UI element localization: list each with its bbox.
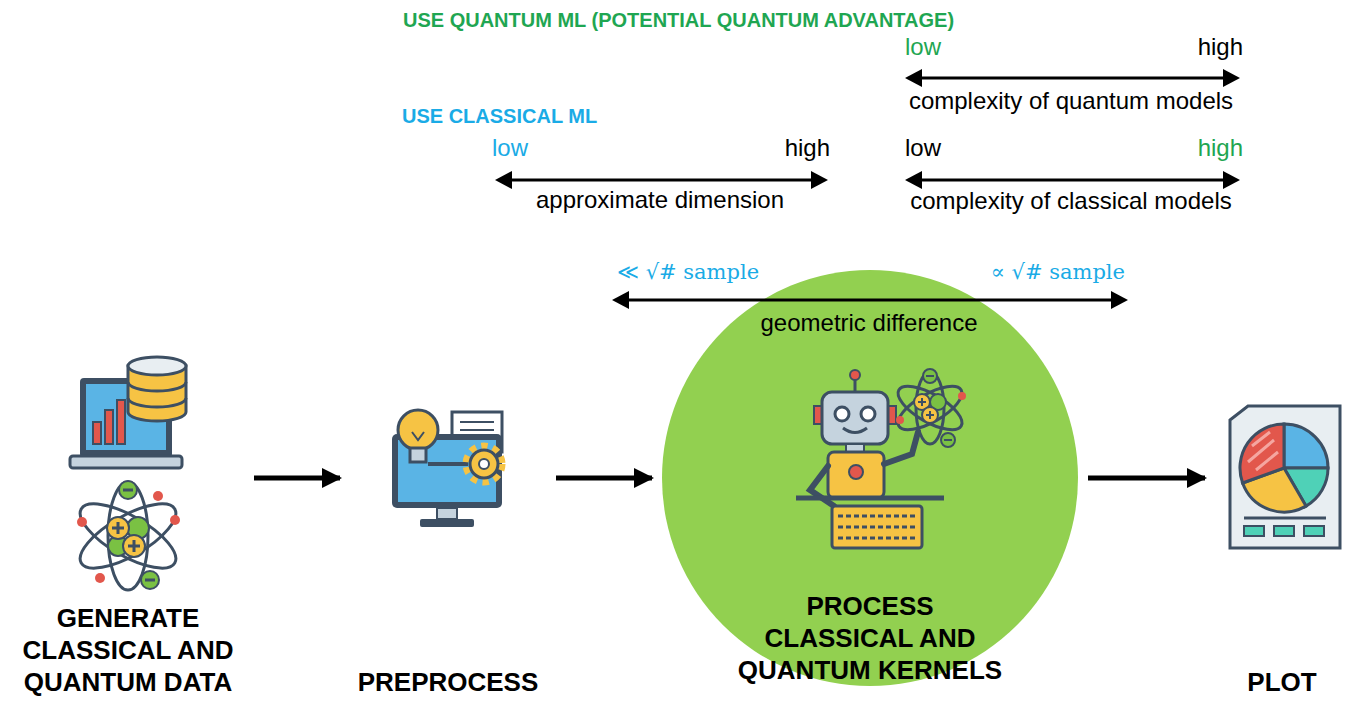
scale-line [918,179,1227,182]
report-box [1274,526,1294,536]
circle-fill [662,270,1078,686]
gear-teeth [467,447,501,481]
section-heading: USE QUANTUM ML (POTENTIAL QUANTUM ADVANT… [403,9,954,31]
robot-head [822,392,888,444]
database-ring [128,382,186,407]
scale-end: high [1198,34,1243,60]
minus-sign [123,490,155,580]
flow-arrow [254,476,340,481]
section-heading: USE CLASSICAL ML [402,105,597,127]
plus-sign [112,522,140,552]
plus-sign [918,398,934,419]
atom-orbit [892,378,968,438]
light-bulb [398,410,438,450]
scale-arrow [905,171,1240,189]
atom-orbit [71,492,185,581]
monitor-base [420,519,474,527]
arrow-head [905,171,922,189]
flow-arrow [1088,476,1205,481]
scale-caption: complexity of quantum models [909,88,1233,114]
bar [93,422,101,444]
electron [77,517,87,527]
scale-end: high [1198,135,1243,161]
arrow-head [1223,171,1240,189]
pie-slice [1240,424,1284,483]
robot-button [849,465,863,479]
scale-end: high [785,135,830,161]
scale-end: low [905,34,941,60]
filament [412,432,424,440]
gear [470,450,498,478]
wire [428,462,468,466]
stage-label: PROCESS CLASSICAL AND QUANTUM KERNELS [733,590,1008,686]
keyboard-keys [838,516,916,538]
flow-arrow [556,476,652,481]
antenna-tip [850,370,860,380]
report-line [1244,517,1326,520]
scale-line [508,179,815,182]
electron [153,491,163,501]
electron [170,515,180,525]
scale-caption: complexity of classical models [910,188,1231,214]
scale-arrow [612,291,1128,309]
electron [896,416,904,424]
scale-end: low [905,135,941,161]
electron [95,573,105,583]
report-box [1304,526,1324,536]
robot-mouth [843,428,867,433]
hatching [1248,432,1278,470]
bar [105,410,113,444]
arrow-head [1111,291,1128,309]
scale-arrow [905,69,1240,87]
pie-slice [1284,424,1328,468]
arrow-head [1223,69,1240,87]
stage-label: GENERATE CLASSICAL AND QUANTUM DATA [12,602,244,698]
bar [117,400,125,444]
stage-label: PLOT [1215,666,1349,698]
electron [958,392,966,400]
scale-end: ∝ √# sample [991,261,1125,284]
scale-caption: approximate dimension [536,187,784,213]
scale-caption: geometric difference [760,310,977,336]
arrow-head [811,171,828,189]
stage-label: PREPROCESS [350,666,546,698]
desk [796,496,944,501]
scale-end: ≪ √# sample [617,261,759,284]
arrow-head [495,171,512,189]
arrow-head [612,291,629,309]
arrow-head [905,69,922,87]
robot-eye [861,407,875,421]
preprocess-icon [392,410,502,527]
minus-sign [926,376,952,440]
atom-orbit [892,378,968,438]
report-page [1230,406,1340,548]
gear-hub [479,459,489,469]
robot-body [828,452,884,498]
robot-icon [796,369,968,548]
data-icon [70,357,186,590]
bulb-base [410,448,426,462]
atom-orbit [108,482,148,590]
scale-line [918,77,1227,80]
database-top [128,357,186,375]
scale-end: low [492,135,528,161]
robot-arm [884,432,918,464]
atom-orbit [71,492,185,581]
keyboard [832,506,922,548]
robot-eye [835,407,849,421]
plot-icon [1230,406,1340,548]
monitor-stand [437,508,457,519]
laptop-base [70,456,182,468]
report-box [1244,526,1264,536]
scale-line [625,299,1115,302]
